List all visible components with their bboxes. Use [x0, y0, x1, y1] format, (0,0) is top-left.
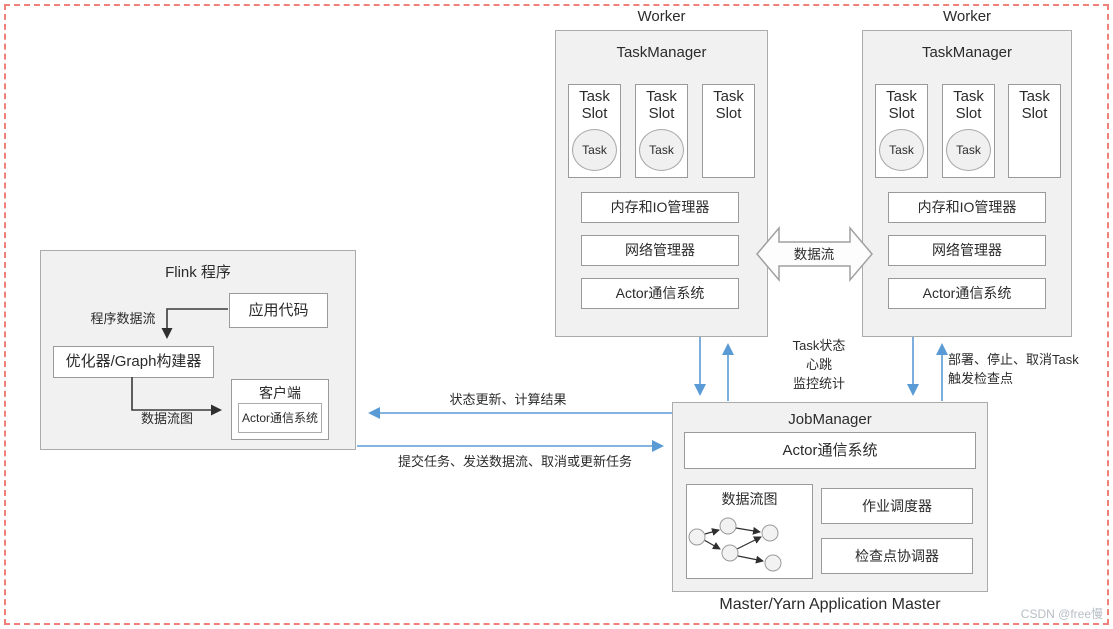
- job-scheduler-box: 作业调度器: [821, 488, 973, 524]
- task-slot: Task Slot Task: [568, 84, 621, 178]
- task-status-label: Task状态 心跳 监控统计: [769, 337, 869, 394]
- task-slot: Task Slot: [702, 84, 755, 178]
- actor-system-box: Actor通信系统: [888, 278, 1046, 309]
- taskmanager-right-title: TaskManager: [921, 44, 1013, 61]
- dataflow-graph-label: 数据流图: [140, 411, 193, 426]
- task-status-line: 心跳: [805, 356, 832, 372]
- deploy-stop-cancel-label: 部署、停止、取消Task 触发检查点: [948, 351, 1110, 389]
- task-circle: Task: [879, 129, 924, 171]
- memory-io-manager-box: 内存和IO管理器: [581, 192, 739, 223]
- task-slot: Task Slot Task: [942, 84, 995, 178]
- memory-io-manager-box: 内存和IO管理器: [888, 192, 1046, 223]
- task-status-line: Task状态: [792, 338, 846, 353]
- network-manager-box: 网络管理器: [581, 235, 739, 266]
- jobmanager-actor-system-box: Actor通信系统: [684, 432, 976, 469]
- status-results-label: 状态更新、计算结果: [449, 392, 567, 407]
- task-slot-label: Task Slot: [886, 88, 917, 123]
- network-manager-box: 网络管理器: [888, 235, 1046, 266]
- optimizer-graph-builder-box: 优化器/Graph构建器: [53, 346, 214, 378]
- task-slot-label: Task Slot: [646, 88, 677, 123]
- worker-right-title: Worker: [942, 8, 992, 25]
- dataflow-graph-box: 数据流图: [686, 484, 813, 579]
- task-circle: Task: [946, 129, 991, 171]
- task-label: Task: [649, 143, 674, 157]
- task-slot-label: Task Slot: [953, 88, 984, 123]
- app-code-box: 应用代码: [229, 293, 328, 328]
- submit-tasks-label: 提交任务、发送数据流、取消或更新任务: [397, 454, 632, 469]
- task-label: Task: [582, 143, 607, 157]
- deploy-line: 触发检查点: [948, 370, 1014, 386]
- master-yarn-label: Master/Yarn Application Master: [719, 596, 941, 613]
- task-circle: Task: [639, 129, 684, 171]
- flink-program-title: Flink 程序: [165, 264, 231, 281]
- deploy-line: 部署、停止、取消Task: [948, 352, 1079, 367]
- taskmanager-right-panel: TaskManager Task Slot Task Task Slot Tas…: [862, 30, 1072, 337]
- flink-program-panel: Flink 程序 应用代码 优化器/Graph构建器 客户端 Actor通信系统: [40, 250, 356, 450]
- program-dataflow-label: 程序数据流: [90, 311, 156, 326]
- task-circle: Task: [572, 129, 617, 171]
- task-status-line: 监控统计: [792, 375, 845, 391]
- csdn-watermark: CSDN @free慢: [1020, 607, 1103, 621]
- task-slot-label: Task Slot: [579, 88, 610, 123]
- checkpoint-coordinator-box: 检查点协调器: [821, 538, 973, 574]
- client-actor-system-box: Actor通信系统: [238, 403, 322, 433]
- task-slot: Task Slot Task: [875, 84, 928, 178]
- task-slot-label: Task Slot: [1019, 88, 1050, 123]
- taskmanager-left-title: TaskManager: [616, 44, 707, 61]
- jobmanager-title: JobManager: [788, 411, 872, 428]
- worker-left-title: Worker: [637, 8, 686, 25]
- client-title: 客户端: [259, 385, 301, 401]
- task-slot-label: Task Slot: [713, 88, 744, 123]
- taskmanager-left-panel: TaskManager Task Slot Task Task Slot Tas…: [555, 30, 768, 337]
- dataflow-graph-title: 数据流图: [721, 491, 778, 507]
- client-box: 客户端 Actor通信系统: [231, 379, 329, 440]
- actor-system-box: Actor通信系统: [581, 278, 739, 309]
- jobmanager-panel: JobManager Actor通信系统 数据流图 作业调度器 检查点协调器: [672, 402, 988, 592]
- task-label: Task: [956, 143, 981, 157]
- task-slot: Task Slot Task: [635, 84, 688, 178]
- task-label: Task: [889, 143, 914, 157]
- task-slot: Task Slot: [1008, 84, 1061, 178]
- datastream-label: 数据流: [793, 247, 835, 262]
